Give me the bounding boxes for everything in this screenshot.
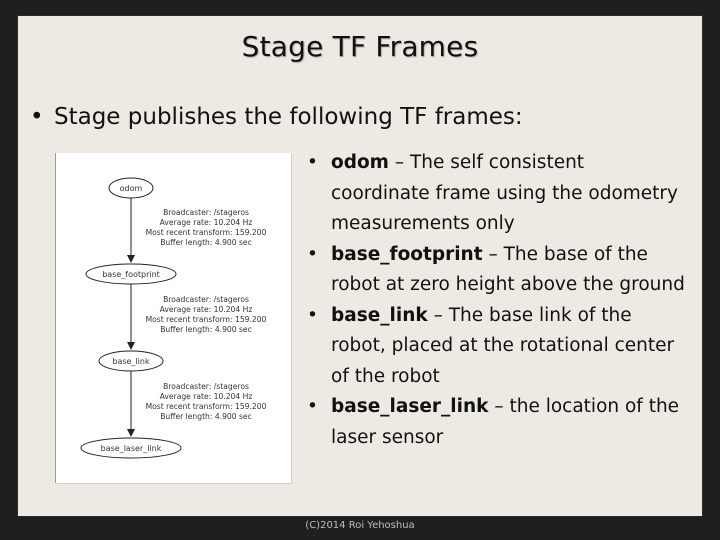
frame-item-odom: • odom – The self consistent coordinate f… (307, 148, 687, 240)
edge-3-buffer: Buffer length: 4.900 sec (160, 412, 252, 421)
edge-3-rate: Average rate: 10.204 Hz (160, 392, 253, 401)
main-bullet-text: Stage publishes the following TF frames: (54, 104, 523, 130)
edge-2-recent: Most recent transform: 159.200 (146, 315, 267, 324)
frame-term: odom (331, 152, 389, 173)
frame-item-base-link: • base_link – The base link of the robot,… (307, 301, 687, 393)
footer-copyright: (C)2014 Roi Yehoshua (305, 520, 415, 531)
node-odom-label: odom (120, 184, 143, 193)
frame-list: • odom – The self consistent coordinate f… (307, 148, 687, 453)
edge-1-recent: Most recent transform: 159.200 (146, 228, 267, 237)
frame-item-base-footprint: • base_footprint – The base of the robot … (307, 240, 687, 301)
slide-title: Stage TF Frames (241, 30, 479, 63)
frame-term: base_laser_link (331, 396, 489, 417)
main-bullet: • Stage publishes the following TF frames… (30, 104, 690, 130)
frame-item-base-laser-link: • base_laser_link – the location of the l… (307, 392, 687, 453)
bullet-dot: • (307, 152, 318, 173)
bullet-dot: • (30, 104, 44, 130)
edge-3-recent: Most recent transform: 159.200 (146, 402, 267, 411)
edge-2-rate: Average rate: 10.204 Hz (160, 305, 253, 314)
bullet-dot: • (307, 304, 318, 326)
frame-term: base_link (331, 304, 428, 326)
node-base-laser-link-shape (80, 437, 182, 459)
node-base-footprint-label: base_footprint (102, 270, 160, 279)
edge-2-broadcaster: Broadcaster: /stageros (163, 295, 249, 304)
edge-3-broadcaster: Broadcaster: /stageros (163, 382, 249, 391)
bullet-dot: • (307, 243, 318, 265)
frame-desc: – The base link of the robot, placed at … (331, 304, 675, 387)
edge-1-broadcaster: Broadcaster: /stageros (163, 208, 249, 217)
node-base-laser-link-label: base_laser_link (101, 444, 162, 453)
tf-tree-diagram: odom Broadcaster: /stageros Average rate… (56, 153, 291, 483)
frame-desc: – The self consistent coordinate frame u… (331, 152, 678, 234)
tf-tree-svg: odom Broadcaster: /stageros Average rate… (80, 177, 267, 459)
edge-2-buffer: Buffer length: 4.900 sec (160, 325, 252, 334)
frame-term: base_footprint (331, 243, 483, 265)
edge-1-buffer: Buffer length: 4.900 sec (160, 238, 252, 247)
bullet-dot: • (307, 396, 318, 417)
frame-desc: – The base of the robot at zero height a… (331, 243, 685, 296)
node-base-link-label: base_link (112, 357, 150, 366)
edge-1-rate: Average rate: 10.204 Hz (160, 218, 253, 227)
frame-desc: – the location of the laser sensor (331, 396, 680, 448)
